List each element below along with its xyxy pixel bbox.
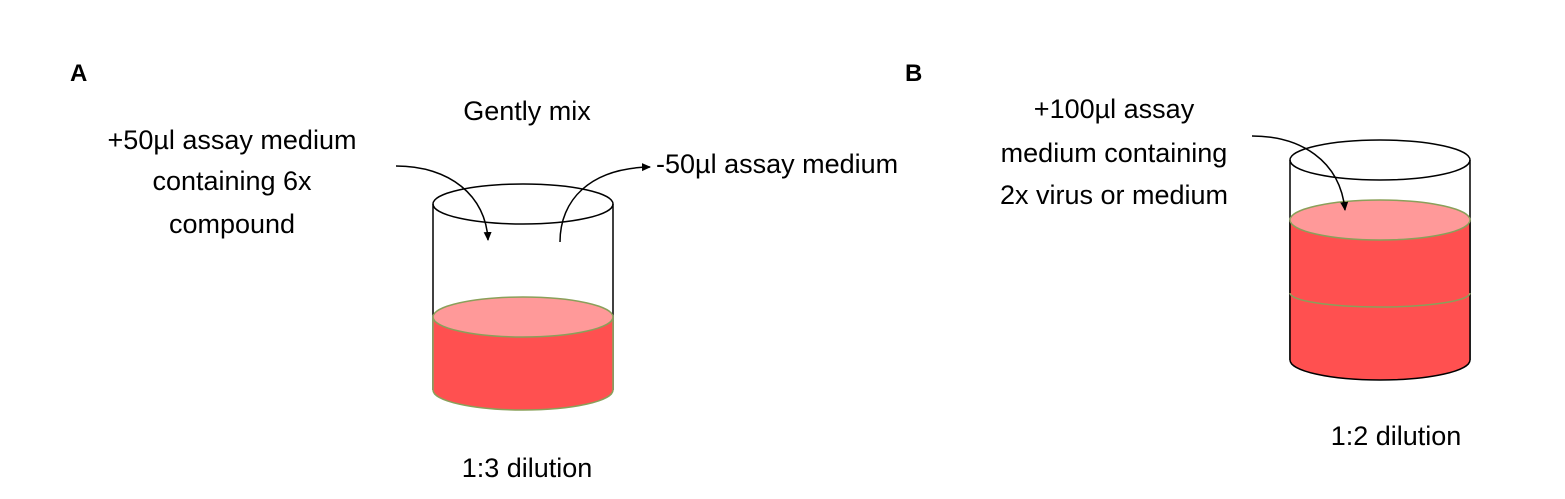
gently-mix-label: Gently mix (463, 96, 591, 126)
well-b-layer-boundary (1289, 292, 1471, 308)
add-virus-line-1: +100µl assay (1034, 94, 1195, 124)
panel-a-label: A (70, 60, 87, 87)
panel-b: B +100µl assay medium containing 2x viru… (905, 60, 1471, 451)
dilution-label-b: 1:2 dilution (1331, 421, 1462, 451)
add-virus-line-2: medium containing (1001, 138, 1228, 168)
add-arrow-a (395, 165, 492, 241)
well-a (432, 183, 614, 411)
well-a-liquid-outline (432, 317, 614, 411)
well-a-liquid-surface (432, 296, 614, 338)
remove-medium-label: -50µl assay medium (656, 149, 898, 179)
well-a-rim (432, 183, 614, 225)
panel-a: A Gently mix +50µl assay medium containi… (70, 60, 898, 483)
well-b-rim (1289, 139, 1471, 181)
add-compound-line-2: containing 6x (152, 166, 312, 196)
add-compound-line-3: compound (169, 209, 295, 239)
add-arrow-b (1251, 135, 1349, 211)
well-b (1289, 139, 1471, 381)
panel-b-label: B (905, 60, 922, 87)
well-a-liquid-body (433, 317, 613, 410)
well-b-liquid-surface (1289, 199, 1471, 241)
well-b-liquid-outline (1289, 220, 1471, 381)
remove-arrow-a (559, 163, 651, 243)
add-virus-line-3: 2x virus or medium (1000, 180, 1228, 210)
well-b-liquid-body (1290, 220, 1470, 380)
add-compound-line-1: +50µl assay medium (108, 125, 357, 155)
dilution-label-a: 1:3 dilution (462, 453, 593, 483)
